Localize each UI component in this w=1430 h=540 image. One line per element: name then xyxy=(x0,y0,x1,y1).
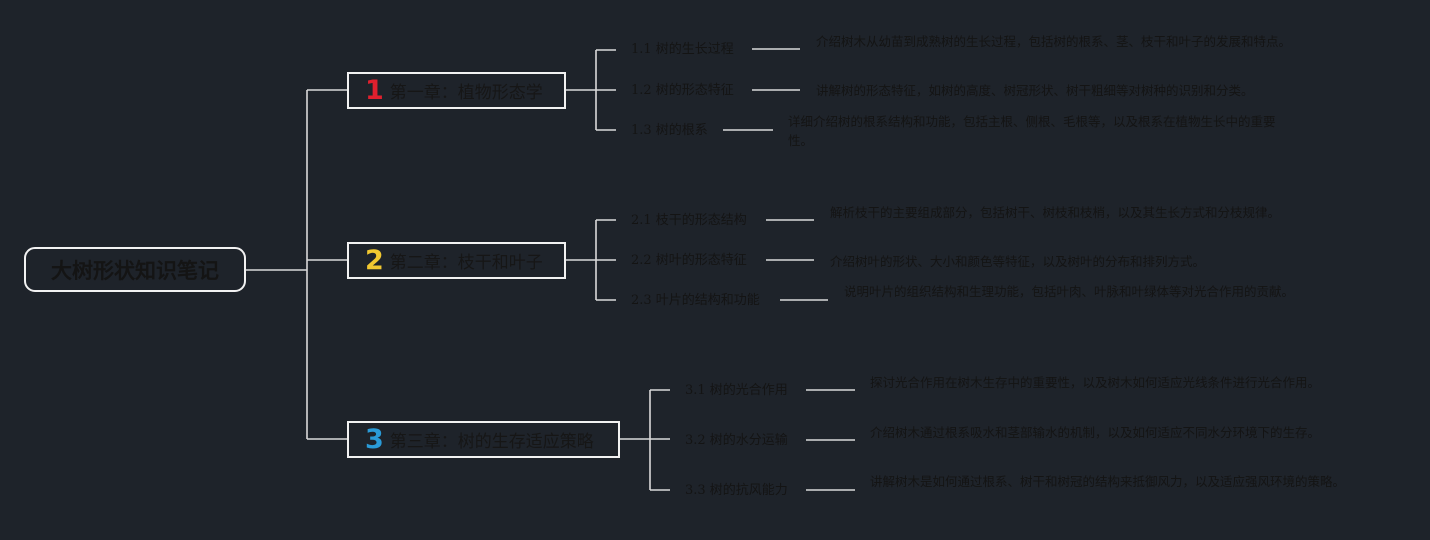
topic-1-3[interactable]: 1.3 树的根系 xyxy=(631,123,708,138)
topic-2-1-desc: 解析枝干的主要组成部分，包括树干、树枝和枝梢，以及其生长方式和分枝规律。 xyxy=(830,205,1281,220)
chapter-1-connector xyxy=(566,49,616,131)
chapter-2-desc-lines xyxy=(766,219,828,301)
root-connector xyxy=(246,89,347,440)
chapter-1-node[interactable]: 1 第一章：植物形态学 xyxy=(347,72,566,109)
topic-2-2-desc: 介绍树叶的形状、大小和颜色等特征，以及树叶的分布和排列方式。 xyxy=(830,254,1206,269)
topic-3-3-desc: 讲解树木是如何通过根系、树干和树冠的结构来抵御风力，以及适应强风环境的策略。 xyxy=(870,474,1346,489)
topic-1-3-desc: 详细介绍树的根系结构和功能，包括主根、侧根、毛根等，以及根系在植物生长中的重要性… xyxy=(788,114,1276,148)
chapter-3-node[interactable]: 3 第三章：树的生存适应策略 xyxy=(347,421,620,458)
topic-1-1-desc: 介绍树木从幼苗到成熟树的生长过程，包括树的根系、茎、枝干和叶子的发展和特点。 xyxy=(816,34,1292,49)
topic-1-2[interactable]: 1.2 树的形态特征 xyxy=(631,83,734,98)
topic-3-3[interactable]: 3.3 树的抗风能力 xyxy=(685,483,788,498)
chapter-number-2: 2 xyxy=(365,245,384,276)
topic-3-1[interactable]: 3.1 树的光合作用 xyxy=(685,383,788,398)
chapter-2-connector xyxy=(566,219,616,301)
topic-2-3-desc: 说明叶片的组织结构和生理功能，包括叶肉、叶脉和叶绿体等对光合作用的贡献。 xyxy=(844,284,1295,299)
topic-1-1[interactable]: 1.1 树的生长过程 xyxy=(631,42,734,57)
chapter-number-3: 3 xyxy=(365,424,384,455)
topic-1-2-desc: 讲解树的形态特征，如树的高度、树冠形状、树干粗细等对树种的识别和分类。 xyxy=(816,83,1254,98)
topic-2-1[interactable]: 2.1 枝干的形态结构 xyxy=(631,213,747,228)
chapter-number-1: 1 xyxy=(365,75,384,106)
topic-2-2[interactable]: 2.2 树叶的形态特征 xyxy=(631,253,747,268)
chapter-3-connector xyxy=(620,389,670,491)
topic-3-2[interactable]: 3.2 树的水分运输 xyxy=(685,433,788,448)
root-node-title[interactable]: 大树形状知识笔记 xyxy=(24,247,246,292)
topic-3-1-desc: 探讨光合作用在树木生存中的重要性，以及树木如何适应光线条件进行光合作用。 xyxy=(870,375,1321,390)
chapter-3-desc-lines xyxy=(806,389,855,491)
chapter-2-node[interactable]: 2 第二章：枝干和叶子 xyxy=(347,242,566,279)
chapter-2-label: 第二章：枝干和叶子 xyxy=(389,253,543,273)
chapter-3-label: 第三章：树的生存适应策略 xyxy=(389,432,594,452)
topic-2-3[interactable]: 2.3 叶片的结构和功能 xyxy=(631,293,760,308)
topic-3-2-desc: 介绍树木通过根系吸水和茎部输水的机制，以及如何适应不同水分环境下的生存。 xyxy=(870,425,1321,440)
chapter-1-label: 第一章：植物形态学 xyxy=(389,83,543,103)
chapter-1-desc-lines xyxy=(723,48,800,131)
